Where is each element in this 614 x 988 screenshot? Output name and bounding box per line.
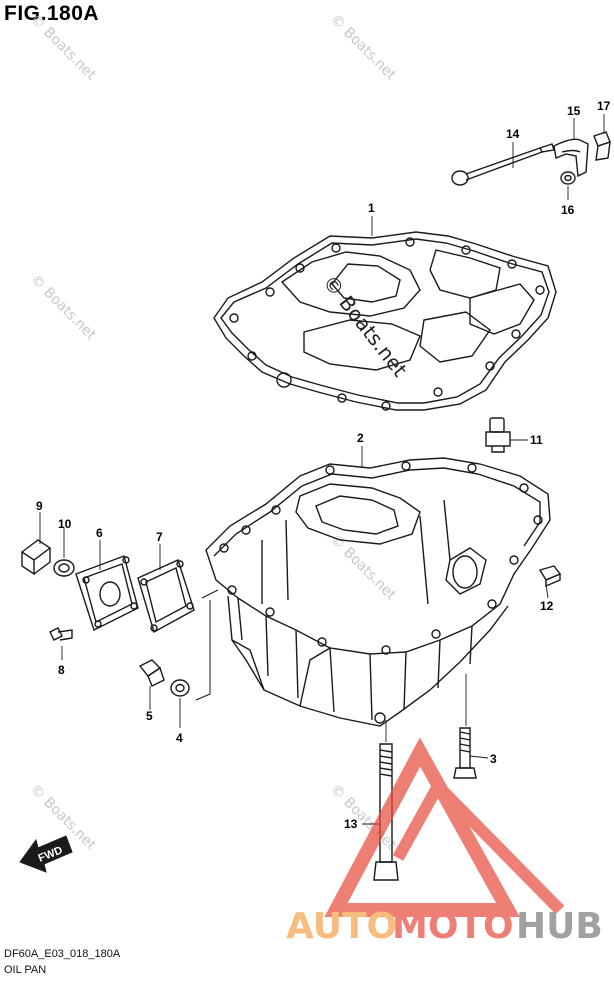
part-label: 16 xyxy=(561,203,575,217)
part-label: 9 xyxy=(36,499,43,513)
corner-watermarks: © Boats.net © Boats.net © Boats.net © Bo… xyxy=(27,12,399,854)
part-label: 3 xyxy=(490,752,497,766)
watermark-text: © Boats.net xyxy=(27,12,99,84)
brand-logo: AUTO MOTO HUB xyxy=(286,737,603,947)
diagram-subtitle: OIL PAN xyxy=(4,964,47,976)
part-label: 1 xyxy=(368,201,375,215)
assembly-bracket xyxy=(195,589,219,701)
dipstick-assembly xyxy=(451,131,611,186)
part-label: 13 xyxy=(344,817,358,831)
drain-plug-parts xyxy=(138,659,190,697)
part-label: 11 xyxy=(530,433,543,447)
figure-title: FIG.180A xyxy=(4,2,100,25)
brand-text-auto: AUTO xyxy=(286,906,397,947)
plug-oring-parts xyxy=(20,539,75,577)
part-labels: 1 2 3 4 5 6 7 8 9 10 11 12 13 14 15 16 1… xyxy=(36,99,611,831)
part-label: 5 xyxy=(146,709,153,723)
brand-text-hub: HUB xyxy=(516,906,603,947)
part-label: 14 xyxy=(506,127,520,141)
fwd-arrow-icon: FWD xyxy=(19,835,73,873)
oil-pan-part xyxy=(205,457,551,727)
cover-gasket-part xyxy=(137,559,195,634)
part-label: 10 xyxy=(58,517,72,531)
part-label: 2 xyxy=(357,431,364,445)
part-label: 15 xyxy=(567,104,581,118)
watermark-text: © Boats.net xyxy=(327,12,399,84)
cover-plate-part xyxy=(75,555,139,631)
screw-part xyxy=(49,627,73,641)
part-label: 17 xyxy=(597,99,611,113)
part-label: 6 xyxy=(96,526,103,540)
leader-lines xyxy=(39,114,605,825)
plug-part xyxy=(538,565,562,588)
diagram-code: DF60A_E03_018_180A xyxy=(4,948,121,960)
fitting-part xyxy=(485,417,511,453)
watermark-text: © Boats.net xyxy=(27,272,99,344)
gasket-part xyxy=(213,231,557,411)
brand-text-moto: MOTO xyxy=(392,906,514,947)
part-label: 7 xyxy=(156,530,163,544)
part-label: 4 xyxy=(176,731,183,745)
part-label: 8 xyxy=(58,663,65,677)
bolt-part xyxy=(453,727,477,779)
part-label: 12 xyxy=(540,599,554,613)
